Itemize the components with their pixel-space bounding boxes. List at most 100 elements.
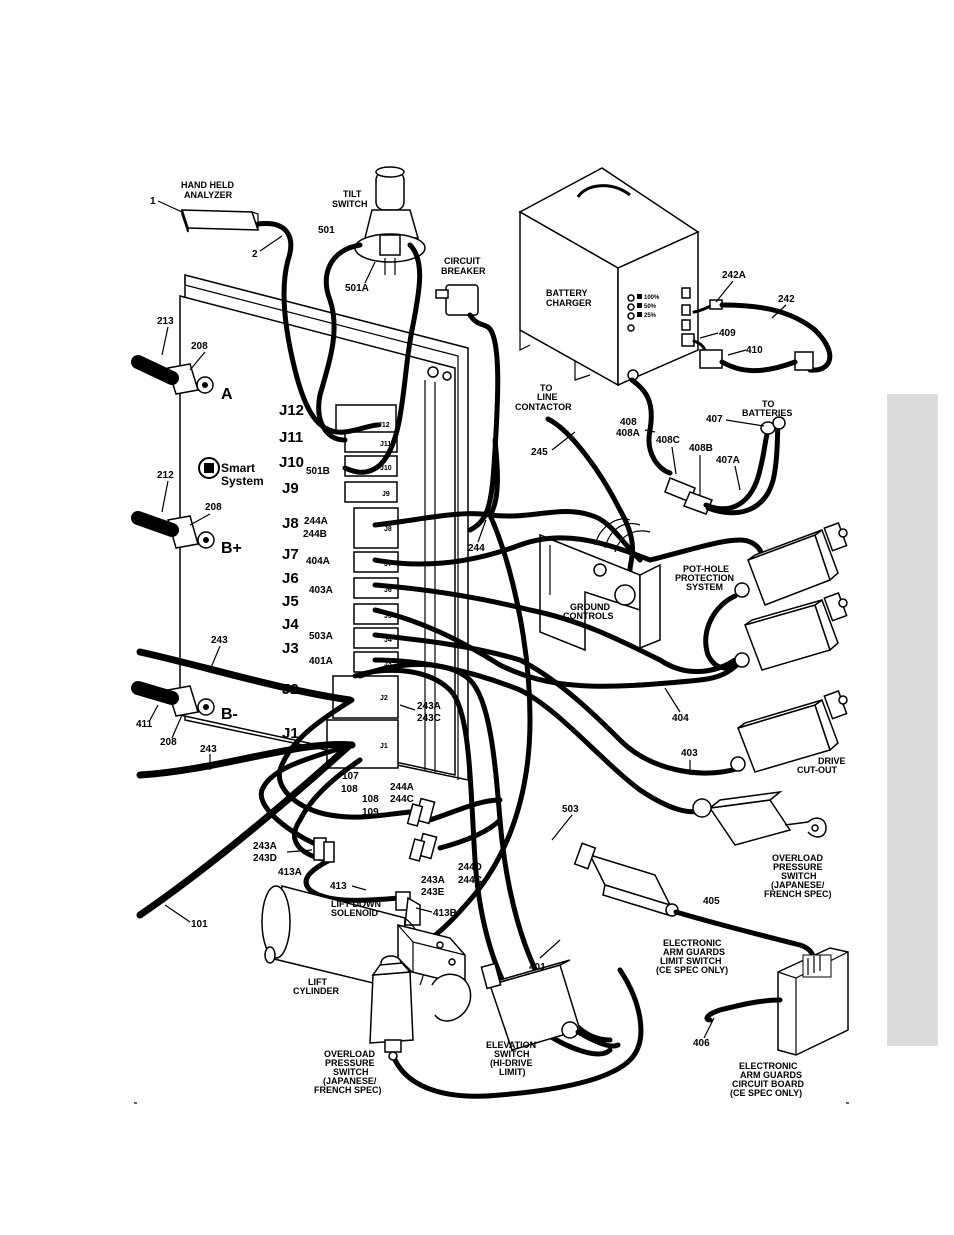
label-j8: J8 (282, 515, 299, 532)
ref-208-c: 208 (160, 737, 177, 748)
analyzer-label-1: HAND HELD (181, 180, 234, 190)
label-j7: J7 (282, 546, 299, 563)
label-j5: J5 (282, 593, 299, 610)
ref-2: 2 (252, 249, 258, 260)
connector-sockets: J12 J11 J10 J9 J8 J7 J6 J5 J4 J3 J2 J1 (326, 404, 399, 769)
charger-level-50: 50% (644, 304, 657, 310)
ref-109: 109 (362, 807, 379, 818)
svg-text:J4: J4 (384, 637, 392, 644)
ref-243c: 243C (417, 713, 441, 724)
svg-text:J1: J1 (380, 743, 388, 750)
ref-108: 108 (341, 784, 358, 795)
ref-208-a: 208 (191, 341, 208, 352)
overload-l-4: (JAPANESE/ (323, 1076, 377, 1086)
charger-level-25: 25% (644, 313, 657, 319)
pothole-label-1: POT-HOLE (683, 564, 729, 574)
arm-guard-board: 406 ELECTRONIC ARM GUARDS CIRCUIT BOARD … (693, 947, 849, 1098)
pothole-switch-lower: POT-HOLE PROTECTION SYSTEM 404 (664, 564, 848, 724)
ref-411: 411 (136, 719, 153, 730)
battery-charger: 100% 50% 25% BATTERY CHARGER (518, 167, 700, 387)
elevation-2: SWITCH (494, 1049, 530, 1059)
ea-board-3: CIRCUIT BOARD (732, 1079, 804, 1089)
ref-406: 406 (693, 1038, 710, 1049)
ref-242a: 242A (722, 270, 746, 281)
ref-503: 503 (562, 804, 579, 815)
to-contactor-3: CONTACTOR (515, 402, 572, 412)
overload-r-4: (JAPANESE/ (771, 880, 825, 890)
ref-213: 213 (157, 316, 174, 327)
arm-guard-limit-switch: 405 ELECTRONIC ARM GUARDS LIMIT SWITCH (… (573, 842, 816, 975)
smart-system-logo: Smart System (198, 457, 264, 488)
ref-408b: 408B (689, 443, 713, 454)
ref-244c-b: 244C (458, 875, 482, 886)
page-edge-tab (887, 394, 938, 1046)
overload-l-3: SWITCH (333, 1067, 369, 1077)
ea-board-1: ELECTRONIC (739, 1061, 798, 1071)
ea-limit-2: ARM GUARDS (663, 947, 725, 957)
ref-404: 404 (672, 713, 689, 724)
svg-text:J11: J11 (380, 441, 391, 448)
overload-l-2: PRESSURE (325, 1058, 375, 1068)
charger-level-100: 100% (644, 295, 660, 301)
svg-text:J9: J9 (382, 491, 390, 498)
terminal-bminus: B- (167, 685, 238, 723)
ref-413b: 413B (433, 908, 457, 919)
label-j11: J11 (279, 429, 303, 446)
terminal-a: A (167, 363, 233, 403)
ref-413: 413 (330, 881, 347, 892)
ref-401: 401 (529, 962, 546, 973)
cable-503: 503 (551, 804, 579, 841)
elevation-switch: 401 ELEVATION SWITCH (HI-DRIVE LIMIT) (480, 939, 621, 1077)
cable-labels: 213 208 212 208 243 411 208 243 101 (136, 316, 228, 930)
overload-r-3: SWITCH (781, 871, 817, 881)
ref-409: 409 (719, 328, 736, 339)
overload-switch-right: OVERLOAD PRESSURE SWITCH (JAPANESE/ FREN… (692, 790, 832, 899)
label-j1: J1 (282, 725, 299, 742)
to-batteries-1: TO (762, 399, 774, 409)
ground-controls-2: CONTROLS (563, 611, 614, 621)
svg-text:J10: J10 (380, 465, 392, 472)
ref-407a: 407A (716, 455, 740, 466)
svg-text:J8: J8 (384, 526, 392, 533)
svg-text:J2: J2 (380, 695, 388, 702)
tilt-switch: TILT SWITCH 501 501A (316, 166, 426, 475)
ref-212: 212 (157, 470, 174, 481)
line-contactor-lead: TO LINE CONTACTOR 245 (515, 383, 635, 573)
ref-403a: 403A (309, 585, 333, 596)
ref-407: 407 (706, 414, 723, 425)
ref-1: 1 (150, 196, 156, 207)
breaker-label-1: CIRCUIT (444, 256, 481, 266)
label-j9: J9 (282, 480, 299, 497)
control-module: Smart System J12 J11 J10 J9 J8 J7 J6 J5 … (167, 274, 469, 781)
ref-244a: 244A (304, 516, 328, 527)
to-contactor-1: TO (540, 383, 552, 393)
ref-243a-b: 243A (253, 841, 277, 852)
ref-401a: 401A (309, 656, 333, 667)
ref-501b: 501B (306, 466, 330, 477)
charger-leds: 100% 50% 25% (627, 294, 660, 332)
analyzer-label-2: ANALYZER (184, 190, 233, 200)
ref-501: 501 (318, 225, 335, 236)
ref-244: 244 (468, 543, 485, 554)
ref-243-a: 243 (211, 635, 228, 646)
lift-cylinder-1: LIFT (308, 977, 327, 987)
brand-line-1: Smart (221, 461, 255, 475)
overload-r-2: PRESSURE (773, 862, 823, 872)
lift-down-2: SOLENOID (331, 908, 379, 918)
ref-244c: 244C (390, 794, 414, 805)
label-j12: J12 (279, 402, 304, 419)
circuit-breaker: CIRCUIT BREAKER (435, 256, 501, 533)
ref-405: 405 (703, 896, 720, 907)
ref-243e: 243E (421, 887, 445, 898)
lift-cylinder-2: CYLINDER (293, 986, 340, 996)
ref-243a: 243A (417, 701, 441, 712)
harness-labels: 501B 244A 244B 404A 403A 503A 401A 244 2… (253, 466, 487, 919)
ref-245: 245 (531, 447, 548, 458)
drive-cutout-1: DRIVE (818, 756, 846, 766)
to-batteries-2: BATTERIES (742, 408, 792, 418)
ref-242: 242 (778, 294, 795, 305)
ref-408c: 408C (656, 435, 680, 446)
elevation-1: ELEVATION (486, 1040, 536, 1050)
ac-cord: 242A 242 409 410 (692, 270, 833, 374)
